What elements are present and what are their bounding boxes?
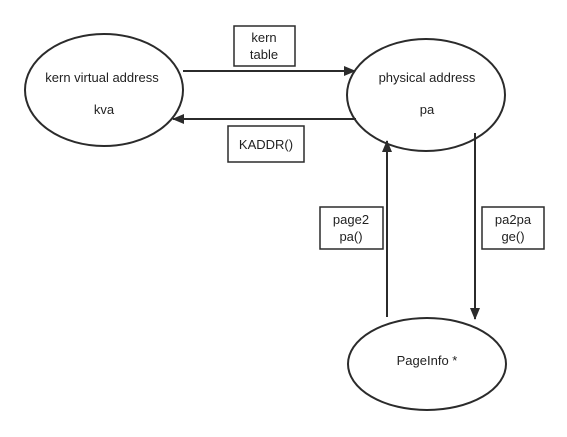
edge-kaddr-label: KADDR() — [239, 137, 293, 152]
node-kva: kern virtual address kva — [24, 33, 184, 147]
node-pa-label-line2: pa — [420, 102, 435, 117]
edge-kaddr: KADDR() — [172, 114, 356, 163]
node-kva-shape — [24, 33, 184, 147]
edge-pa2page-label-line2: ge() — [501, 229, 524, 244]
node-pageinfo-shape — [347, 317, 507, 411]
edge-pa2page: pa2pa ge() — [470, 133, 545, 320]
edge-page2pa-label-line1: page2 — [333, 212, 369, 227]
edge-pa2page-label-line1: pa2pa — [495, 212, 532, 227]
node-kva-label-line2: kva — [94, 102, 115, 117]
edge-page2pa-box — [319, 206, 384, 250]
edge-kern-table: kern table — [183, 25, 356, 76]
edge-kern-table-label-line2: table — [250, 47, 278, 62]
edge-page2pa: page2 pa() — [319, 140, 392, 317]
node-pageinfo: PageInfo * — [347, 317, 507, 411]
edge-kern-table-box — [233, 25, 296, 67]
node-pa: physical address pa — [346, 38, 506, 152]
node-pa-shape — [346, 38, 506, 152]
node-kva-label-line1: kern virtual address — [45, 70, 159, 85]
edge-kaddr-box — [227, 125, 305, 163]
edge-page2pa-label-line2: pa() — [339, 229, 362, 244]
edge-pa2page-box — [481, 206, 545, 250]
node-pageinfo-label: PageInfo * — [397, 353, 458, 368]
node-pa-label-line1: physical address — [379, 70, 476, 85]
edge-kern-table-label-line1: kern — [251, 30, 276, 45]
